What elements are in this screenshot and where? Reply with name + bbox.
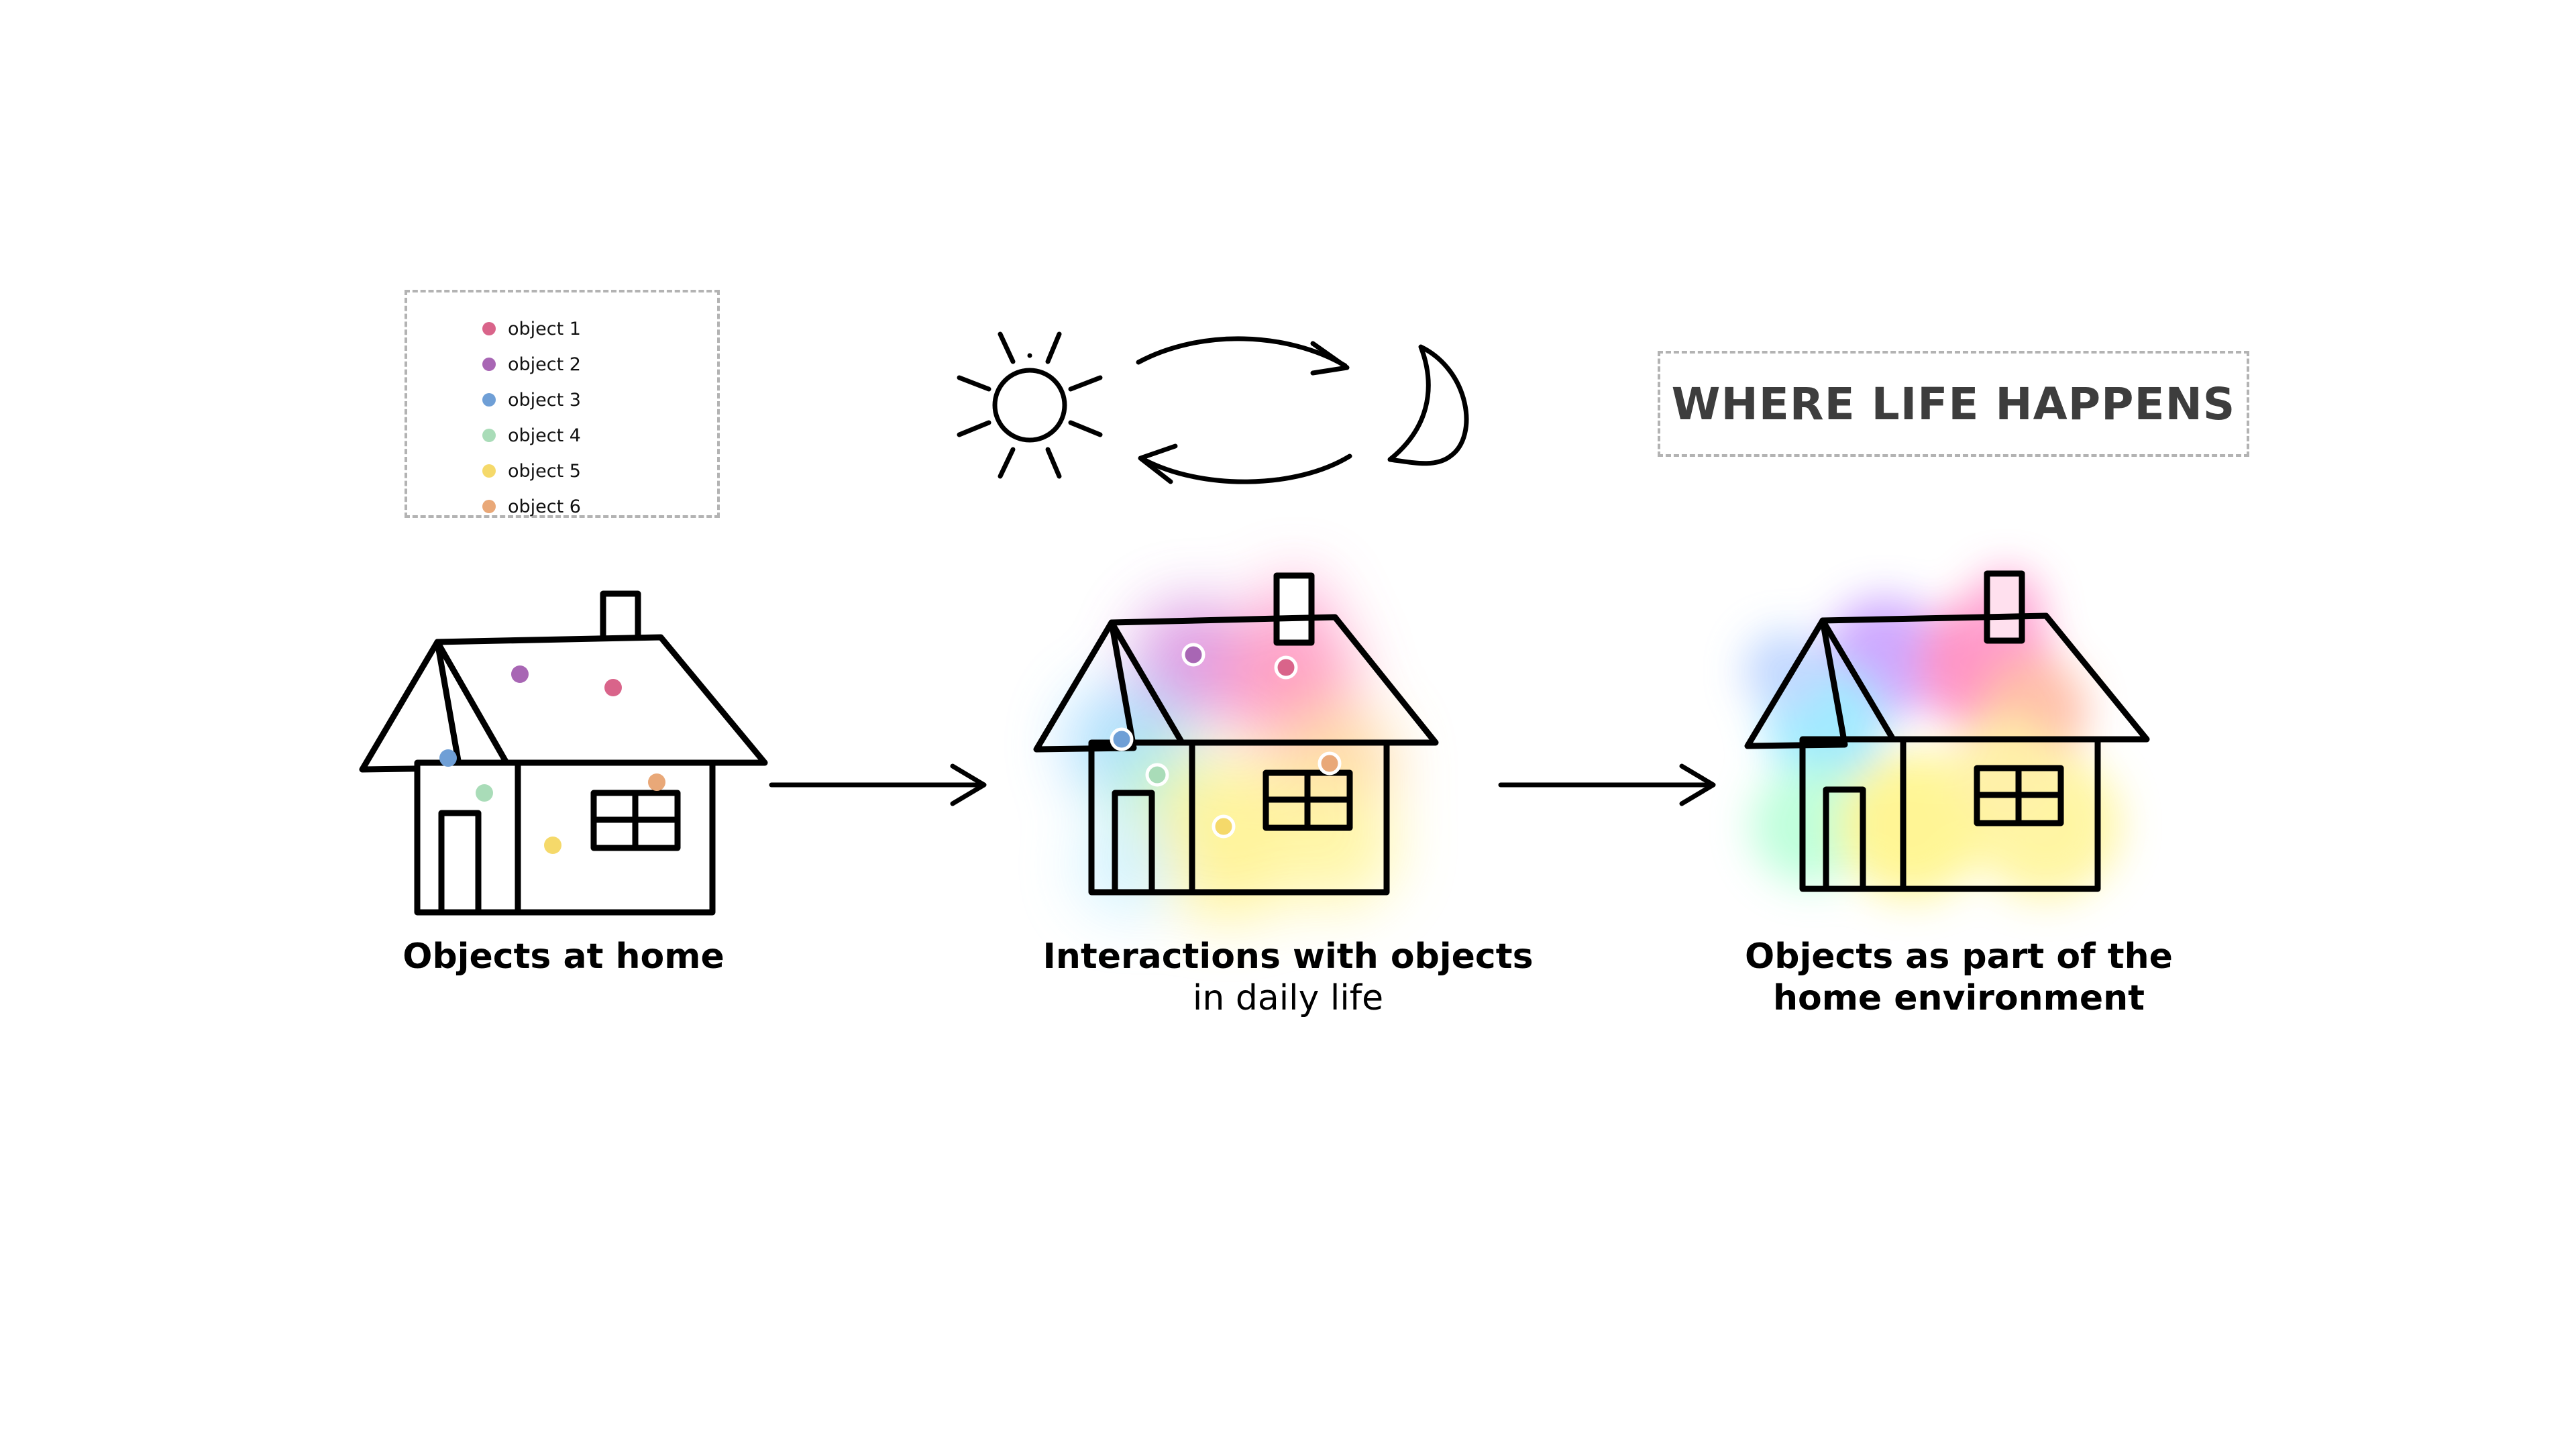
legend-item: object 1 (482, 315, 581, 342)
legend-box: object 1 object 2 object 3 object 4 obje… (405, 290, 720, 518)
house-icon (359, 590, 768, 916)
stage-title: Interactions with objects (1042, 936, 1534, 977)
legend-item: object 6 (482, 493, 581, 520)
legend-item: object 3 (482, 386, 581, 413)
object-dots (439, 665, 665, 854)
stage-subtitle: home environment (1772, 978, 2145, 1018)
legend-label: object 2 (508, 354, 581, 375)
object-dots (1110, 643, 1342, 839)
arrow-right-icon (1498, 763, 1716, 806)
legend-dot-object-1 (482, 322, 496, 335)
legend-label: object 6 (508, 496, 581, 517)
legend-label: object 4 (508, 425, 581, 446)
stage-title: Objects as part of the (1745, 936, 2173, 977)
sun-icon (957, 331, 1103, 479)
house-icon (1744, 570, 2150, 899)
legend-label: object 5 (508, 460, 581, 482)
stage-caption: Objects as part of the home environment (1664, 936, 2254, 1019)
legend-dot-object-5 (482, 464, 496, 478)
stage-title: Objects at home (402, 936, 724, 977)
legend-item: object 5 (482, 458, 581, 484)
legend-label: object 3 (508, 389, 581, 411)
cycle-arrows-icon (1136, 336, 1352, 484)
moon-icon (1387, 344, 1469, 466)
arrow-right-icon (769, 763, 987, 806)
legend-label: object 1 (508, 318, 581, 339)
stage-caption: Interactions with objects in daily life (986, 936, 1590, 1019)
legend-dot-object-3 (482, 393, 496, 407)
tagline-box: WHERE LIFE HAPPENS (1658, 351, 2249, 457)
house-icon (1033, 572, 1439, 919)
stage-caption: Objects at home (362, 936, 765, 977)
legend-item: object 4 (482, 422, 581, 449)
stage-subtitle: in daily life (1192, 978, 1384, 1018)
legend-dot-object-2 (482, 358, 496, 371)
legend-item: object 2 (482, 351, 581, 378)
legend-dot-object-4 (482, 429, 496, 442)
legend-dot-object-6 (482, 500, 496, 513)
